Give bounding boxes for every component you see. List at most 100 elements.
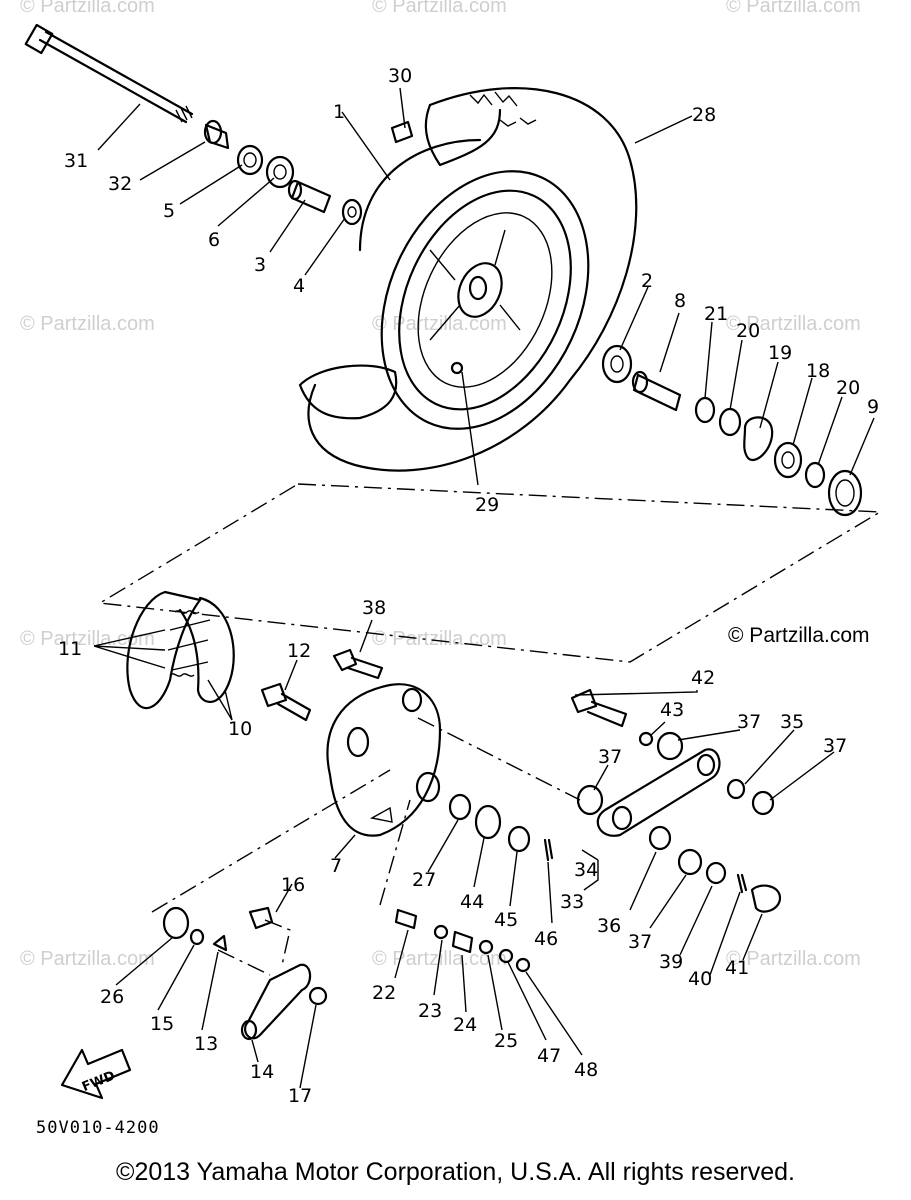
callout-20a: 20 xyxy=(736,320,760,342)
axle-collar xyxy=(203,119,230,150)
callout-28: 28 xyxy=(692,104,716,126)
cotter-pin xyxy=(543,838,554,862)
callout-15: 15 xyxy=(150,1013,174,1035)
callout-22: 22 xyxy=(372,982,396,1004)
callout-46: 46 xyxy=(534,928,558,950)
watermark: © Partzilla.com xyxy=(372,0,507,17)
oil-seal xyxy=(236,144,264,176)
bolt-2 xyxy=(570,688,628,728)
diagram-code: 50V010-4200 xyxy=(36,1118,160,1138)
wheel-rim xyxy=(380,170,590,430)
brake-shoes xyxy=(126,590,235,710)
cotter-pin-2 xyxy=(736,873,748,894)
leader-lines xyxy=(93,87,875,1089)
pointer xyxy=(212,934,228,952)
tire xyxy=(298,87,638,472)
bushing xyxy=(726,778,746,800)
washer-9 xyxy=(189,928,205,946)
nut-3 xyxy=(433,924,449,940)
callout-21: 21 xyxy=(704,303,728,325)
callout-14: 14 xyxy=(250,1061,274,1083)
partzilla-mark: © Partzilla.com xyxy=(728,624,870,647)
collar-2 xyxy=(638,731,654,747)
brake-shoe-plate xyxy=(326,683,442,837)
spacer-flange xyxy=(341,198,363,226)
tension-bar xyxy=(596,748,721,837)
callout-40: 40 xyxy=(688,968,712,990)
spring xyxy=(451,930,474,954)
callout-25: 25 xyxy=(494,1030,518,1052)
callout-34: 34 xyxy=(574,859,598,881)
callout-36: 36 xyxy=(597,915,621,937)
callout-9: 9 xyxy=(867,396,879,418)
pin xyxy=(515,957,531,973)
callout-1: 1 xyxy=(333,101,345,123)
brake-assembly xyxy=(60,590,782,1100)
bearing xyxy=(265,155,295,189)
callout-48: 48 xyxy=(574,1059,598,1081)
callout-47: 47 xyxy=(537,1045,561,1067)
callout-8: 8 xyxy=(674,290,686,312)
dashed-leaders xyxy=(151,717,581,976)
callout-11: 11 xyxy=(58,638,82,660)
callout-17: 17 xyxy=(288,1085,312,1107)
callout-13: 13 xyxy=(194,1033,218,1055)
rear-wheel-assembly xyxy=(24,23,863,517)
callout-38: 38 xyxy=(362,597,386,619)
damper xyxy=(450,361,464,375)
washer xyxy=(718,407,742,437)
callout-24: 24 xyxy=(453,1014,477,1036)
washer-4 xyxy=(656,731,684,761)
watermark: © Partzilla.com xyxy=(20,628,155,650)
callout-37b: 37 xyxy=(598,746,622,768)
rod-end xyxy=(394,908,418,930)
camshaft-lever xyxy=(240,963,312,1041)
cap xyxy=(750,884,782,913)
watermark: © Partzilla.com xyxy=(20,313,155,335)
callout-23: 23 xyxy=(418,1000,442,1022)
oil-seal-right xyxy=(827,469,863,517)
callout-31: 31 xyxy=(64,150,88,172)
watermark: © Partzilla.com xyxy=(372,313,507,335)
fwd-arrow xyxy=(60,1048,132,1100)
callout-10: 10 xyxy=(228,718,252,740)
bushing-2 xyxy=(648,825,672,851)
washer-8 xyxy=(478,939,494,955)
collar xyxy=(631,370,682,412)
callout-32: 32 xyxy=(108,173,132,195)
callout-41: 41 xyxy=(725,957,749,979)
nut-2 xyxy=(705,861,727,885)
callout-42: 42 xyxy=(691,667,715,689)
watermark: © Partzilla.com xyxy=(20,948,155,970)
circlip xyxy=(694,396,716,424)
watermark: © Partzilla.com xyxy=(726,313,861,335)
washer-3 xyxy=(474,804,502,840)
nut xyxy=(507,825,531,853)
watermark: © Partzilla.com xyxy=(372,628,507,650)
callout-12: 12 xyxy=(287,640,311,662)
o-ring xyxy=(448,793,472,821)
callout-7: 7 xyxy=(330,855,342,877)
washer-7 xyxy=(677,848,703,876)
bolt-3 xyxy=(308,986,328,1006)
callout-18: 18 xyxy=(806,360,830,382)
wear-indicator xyxy=(248,906,274,930)
callout-26: 26 xyxy=(100,986,124,1008)
washer-6 xyxy=(751,790,775,816)
callout-37d: 37 xyxy=(628,931,652,953)
callouts: 1 2 3 4 5 6 8 9 10 11 12 13 14 15 16 17 … xyxy=(58,65,879,1107)
spacer xyxy=(287,179,332,214)
callout-2: 2 xyxy=(641,270,653,292)
axle-shaft xyxy=(24,23,194,124)
callout-37a: 37 xyxy=(737,711,761,733)
valve-cap xyxy=(390,120,414,144)
bolt xyxy=(332,648,384,680)
callout-35: 35 xyxy=(780,711,804,733)
callout-29: 29 xyxy=(475,494,499,516)
callout-37c: 37 xyxy=(823,735,847,757)
callout-19: 19 xyxy=(768,342,792,364)
brake-camshaft xyxy=(260,682,312,722)
callout-45: 45 xyxy=(494,909,518,931)
washer-5 xyxy=(576,784,604,816)
